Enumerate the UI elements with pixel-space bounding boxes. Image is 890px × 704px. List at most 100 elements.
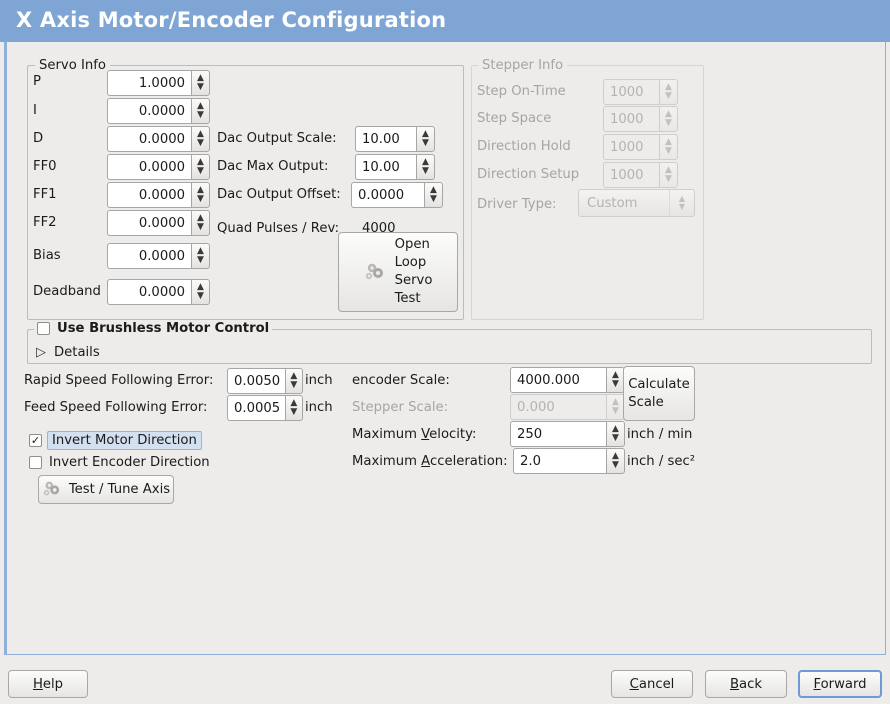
maximum-acceleration-field[interactable]: 2.0 ▲▼ — [513, 448, 625, 474]
dac-output-offset-value[interactable]: 0.0000 — [351, 182, 424, 208]
feed-following-error-unit: inch — [305, 400, 333, 415]
use-brushless-checkbox-row[interactable]: Use Brushless Motor Control — [37, 322, 269, 335]
servo-value-ff0[interactable]: 0.0000 — [107, 154, 191, 180]
driver-type-combo: Custom ▲▼ — [578, 189, 695, 217]
invert-encoder-direction-checkbox[interactable] — [29, 456, 42, 469]
dac-output-scale-spinner[interactable]: ▲▼ — [416, 126, 435, 152]
servo-spinner-p[interactable]: ▲▼ — [191, 70, 210, 96]
stepper-value-step-space: 1000 — [603, 106, 659, 132]
servo-spinner-ff2[interactable]: ▲▼ — [191, 210, 210, 236]
servo-field-bias[interactable]: 0.0000 ▲▼ — [107, 243, 210, 269]
encoder-scale-spinner[interactable]: ▲▼ — [606, 367, 625, 393]
stepper-value-direction-hold: 1000 — [603, 134, 659, 160]
chevron-updown-icon: ▲▼ — [669, 190, 694, 216]
dac-max-output-spinner[interactable]: ▲▼ — [416, 154, 435, 180]
invert-motor-direction-checkbox[interactable]: ✓ — [29, 434, 42, 447]
driver-type-value: Custom — [587, 195, 638, 211]
servo-spinner-ff0[interactable]: ▲▼ — [191, 154, 210, 180]
cancel-button[interactable]: Cancel — [611, 670, 693, 698]
feed-following-error-field[interactable]: 0.0005 ▲▼ — [227, 395, 303, 421]
servo-value-ff1[interactable]: 0.0000 — [107, 182, 191, 208]
servo-field-deadband[interactable]: 0.0000 ▲▼ — [107, 279, 210, 305]
servo-field-ff2[interactable]: 0.0000 ▲▼ — [107, 210, 210, 236]
stepper-info-legend: Stepper Info — [478, 59, 568, 73]
triangle-right-icon: ▷ — [36, 345, 46, 360]
dac-output-offset-label: Dac Output Offset: — [217, 187, 341, 202]
maximum-velocity-label: Maximum Velocity: — [352, 427, 477, 442]
dac-output-scale-value[interactable]: 10.00 — [355, 126, 416, 152]
rapid-following-error-spinner[interactable]: ▲▼ — [284, 368, 303, 394]
open-loop-line4: Test — [394, 291, 421, 307]
gears-icon — [42, 480, 64, 500]
dac-output-scale-field[interactable]: 10.00 ▲▼ — [355, 126, 435, 152]
encoder-scale-field[interactable]: 4000.000 ▲▼ — [510, 367, 625, 393]
test-tune-axis-button[interactable]: Test / Tune Axis — [38, 475, 174, 504]
maximum-velocity-value[interactable]: 250 — [510, 421, 606, 447]
servo-field-d[interactable]: 0.0000 ▲▼ — [107, 126, 210, 152]
details-expander[interactable]: ▷ Details — [36, 345, 100, 360]
servo-info-frame — [27, 65, 464, 320]
stepper-field-step-space: 1000 ▲▼ — [603, 106, 678, 132]
maximum-acceleration-value[interactable]: 2.0 — [513, 448, 606, 474]
servo-value-p[interactable]: 1.0000 — [107, 70, 191, 96]
servo-value-bias[interactable]: 0.0000 — [107, 243, 191, 269]
stepper-field-direction-hold: 1000 ▲▼ — [603, 134, 678, 160]
servo-value-d[interactable]: 0.0000 — [107, 126, 191, 152]
servo-spinner-d[interactable]: ▲▼ — [191, 126, 210, 152]
window-title-bar: X Axis Motor/Encoder Configuration — [0, 0, 890, 42]
servo-field-i[interactable]: 0.0000 ▲▼ — [107, 98, 210, 124]
dac-output-offset-field[interactable]: 0.0000 ▲▼ — [351, 182, 443, 208]
stepper-scale-value: 0.000 — [510, 394, 606, 420]
invert-encoder-direction-label: Invert Encoder Direction — [49, 455, 210, 470]
maximum-velocity-field[interactable]: 250 ▲▼ — [510, 421, 625, 447]
servo-label-ff2: FF2 — [33, 215, 57, 230]
servo-spinner-ff1[interactable]: ▲▼ — [191, 182, 210, 208]
rapid-following-error-field[interactable]: 0.0050 ▲▼ — [227, 368, 303, 394]
servo-label-p: P — [33, 74, 41, 89]
servo-spinner-i[interactable]: ▲▼ — [191, 98, 210, 124]
dialog-content: Servo Info P I D FF0 FF1 FF2 Bias Deadba… — [4, 42, 886, 655]
servo-spinner-deadband[interactable]: ▲▼ — [191, 279, 210, 305]
servo-value-deadband[interactable]: 0.0000 — [107, 279, 191, 305]
maximum-velocity-spinner[interactable]: ▲▼ — [606, 421, 625, 447]
quad-pulses-value: 4000 — [362, 221, 396, 236]
maximum-acceleration-spinner[interactable]: ▲▼ — [606, 448, 625, 474]
servo-spinner-bias[interactable]: ▲▼ — [191, 243, 210, 269]
encoder-scale-value[interactable]: 4000.000 — [510, 367, 606, 393]
encoder-scale-label: encoder Scale: — [352, 373, 450, 388]
stepper-scale-label: Stepper Scale: — [352, 400, 449, 415]
help-button[interactable]: Help — [8, 670, 88, 698]
open-loop-servo-test-button[interactable]: Open Loop Servo Test — [338, 232, 458, 312]
brushless-frame — [27, 329, 872, 364]
servo-field-ff0[interactable]: 0.0000 ▲▼ — [107, 154, 210, 180]
use-brushless-checkbox[interactable] — [37, 322, 50, 336]
invert-motor-direction-row[interactable]: ✓ Invert Motor Direction — [29, 431, 202, 450]
invert-encoder-direction-row[interactable]: Invert Encoder Direction — [29, 455, 210, 470]
rapid-following-error-label: Rapid Speed Following Error: — [24, 373, 214, 388]
stepper-spinner-step-space: ▲▼ — [659, 106, 678, 132]
back-button[interactable]: Back — [705, 670, 787, 698]
rapid-following-error-value[interactable]: 0.0050 — [227, 368, 285, 394]
servo-value-i[interactable]: 0.0000 — [107, 98, 191, 124]
servo-label-i: I — [33, 103, 37, 118]
dac-output-scale-label: Dac Output Scale: — [217, 131, 337, 146]
maximum-velocity-unit: inch / min — [627, 427, 693, 442]
servo-field-p[interactable]: 1.0000 ▲▼ — [107, 70, 210, 96]
brushless-legend-wrap: Use Brushless Motor Control — [34, 322, 273, 339]
servo-label-deadband: Deadband — [33, 284, 101, 299]
dac-max-output-field[interactable]: 10.00 ▲▼ — [355, 154, 435, 180]
servo-field-ff1[interactable]: 0.0000 ▲▼ — [107, 182, 210, 208]
feed-following-error-spinner[interactable]: ▲▼ — [284, 395, 303, 421]
dac-output-offset-spinner[interactable]: ▲▼ — [424, 182, 443, 208]
calculate-scale-button[interactable]: Calculate Scale — [623, 366, 695, 421]
dac-max-output-value[interactable]: 10.00 — [355, 154, 416, 180]
feed-following-error-value[interactable]: 0.0005 — [227, 395, 285, 421]
details-label: Details — [54, 345, 100, 360]
forward-button[interactable]: Forward — [798, 670, 882, 698]
servo-value-ff2[interactable]: 0.0000 — [107, 210, 191, 236]
stepper-field-direction-setup: 1000 ▲▼ — [603, 162, 678, 188]
stepper-value-step-on-time: 1000 — [603, 79, 659, 105]
servo-label-bias: Bias — [33, 248, 61, 263]
feed-following-error-label: Feed Speed Following Error: — [24, 400, 208, 415]
calculate-scale-line2: Scale — [628, 394, 664, 410]
